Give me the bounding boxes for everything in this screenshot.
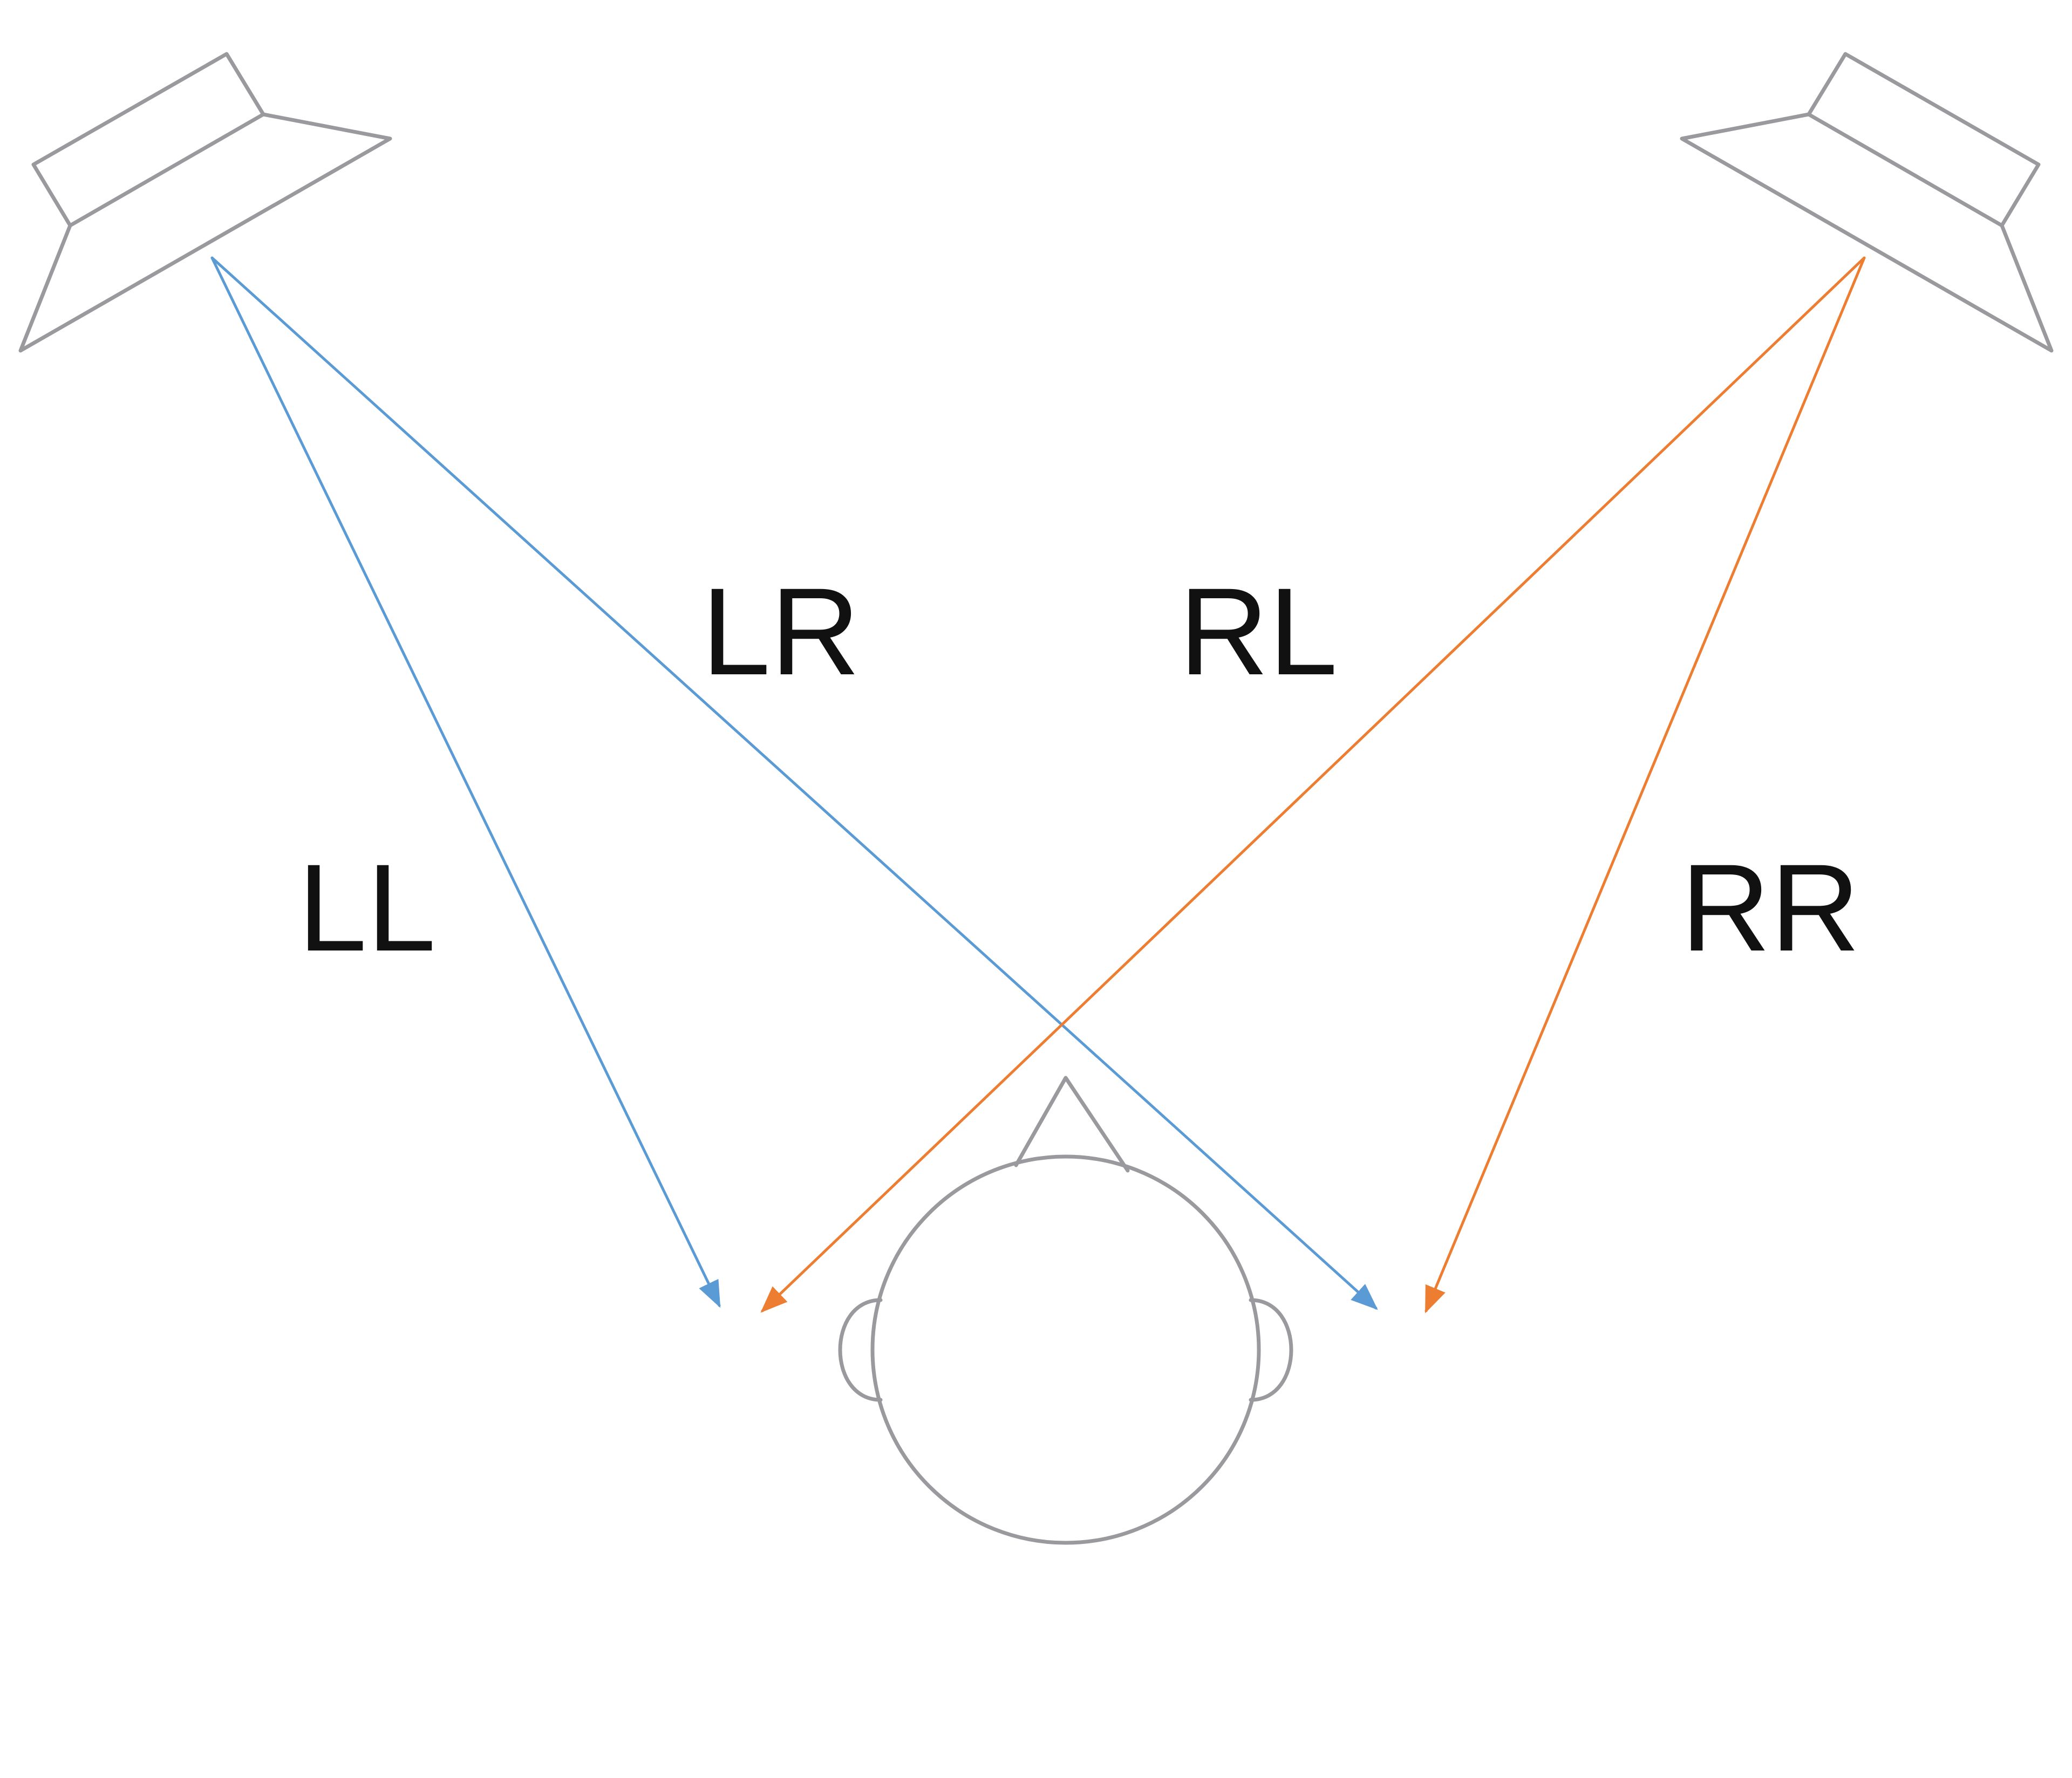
ray-rr [1424,256,1866,1314]
ray-ll [210,256,721,1308]
left-speaker-icon [18,52,392,353]
right-speaker-icon [1680,52,2054,353]
label-rl: RL [1179,562,1338,701]
ray-lr [210,256,1378,1310]
label-ll: LL [298,838,436,977]
listener-head-icon [838,1076,1293,1545]
label-lr: LR [701,562,860,701]
ray-rl [760,256,1866,1313]
label-rr: RR [1681,838,1860,977]
